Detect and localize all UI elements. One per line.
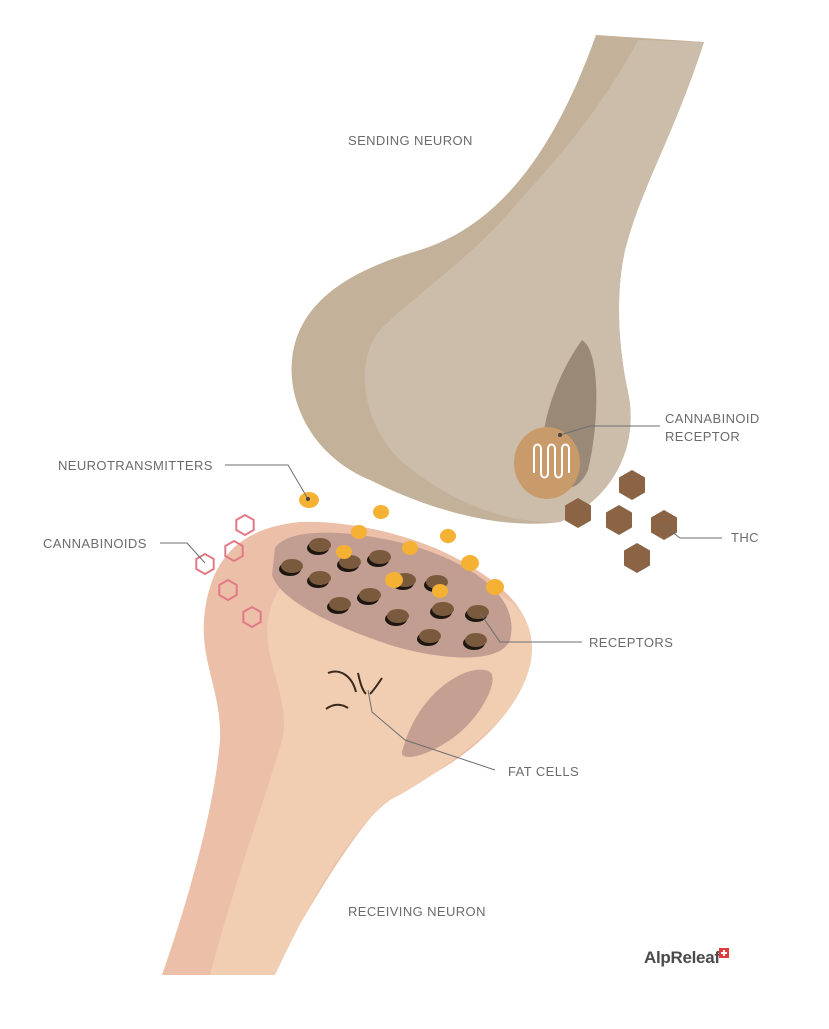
receptor (432, 602, 454, 616)
label-thc: THC (731, 530, 759, 545)
label-fat-cells: FAT CELLS (508, 764, 579, 779)
label-sending-neuron: SENDING NEURON (348, 133, 473, 148)
label-neurotransmitters: NEUROTRANSMITTERS (58, 458, 213, 473)
thc-group (565, 470, 677, 573)
receptor-field (272, 532, 512, 658)
label-receiving-neuron: RECEIVING NEURON (348, 904, 486, 919)
fat-cell-mark (357, 672, 367, 695)
fat-cell-mark (369, 677, 383, 695)
thc-molecule (651, 510, 677, 540)
fat-cell-mark (327, 670, 357, 693)
leader-dot (558, 433, 562, 437)
receiving-neuron (162, 521, 532, 975)
neurotransmitter (385, 572, 403, 588)
logo: AlpReleaf (644, 948, 729, 967)
receptor (387, 609, 409, 623)
logo-text: AlpReleaf (644, 948, 720, 967)
neurotransmitter (440, 529, 456, 543)
thc-molecule (619, 470, 645, 500)
receiving-neuron-inner (210, 554, 532, 975)
leader-receptors (479, 612, 582, 643)
cannabinoid-receptor (514, 427, 580, 499)
leader-neurotransmitters (225, 464, 309, 500)
leader-dot (306, 497, 310, 501)
receptors-group (279, 538, 489, 650)
receptor (419, 629, 441, 643)
neurotransmitter (351, 525, 367, 539)
cannabinoid (218, 578, 238, 602)
sending-neuron-inner (364, 40, 704, 523)
label-cannabinoid-receptor-2: RECEPTOR (665, 429, 740, 444)
receptor (329, 597, 351, 611)
neurotransmitter (461, 555, 479, 571)
neurotransmitter (432, 584, 448, 598)
receptor (467, 605, 489, 619)
receptor (309, 538, 331, 552)
receptor (359, 588, 381, 602)
fat-cells (325, 670, 383, 710)
label-cannabinoid-receptor-1: CANNABINOID (665, 411, 760, 426)
receptor (281, 559, 303, 573)
neurotransmitter (402, 541, 418, 555)
leader-thc (663, 525, 722, 539)
receptor (465, 633, 487, 647)
neurotransmitters-group (299, 492, 504, 598)
leader-fat-cells (367, 689, 496, 771)
receptor-coil (533, 443, 570, 479)
cannabinoid (195, 552, 215, 576)
label-receptors: RECEPTORS (589, 635, 673, 650)
neurotransmitter (336, 545, 352, 559)
thc-molecule (624, 543, 650, 573)
cannabinoid (242, 605, 262, 629)
sending-neuron (291, 35, 704, 524)
cannabinoids-group (195, 513, 262, 629)
neurotransmitter (373, 505, 389, 519)
swiss-cross-icon (719, 948, 729, 958)
thc-molecule (606, 505, 632, 535)
label-cannabinoids: CANNABINOIDS (43, 536, 147, 551)
cannabinoid (224, 539, 244, 563)
receiving-neuron-organelle (401, 669, 493, 757)
leader-cannabinoids (160, 542, 206, 564)
thc-molecule (565, 498, 591, 528)
fat-cell-mark (325, 703, 349, 710)
leader-cannabinoid-receptor (559, 425, 660, 436)
leader-lines (160, 425, 722, 771)
receptor (309, 571, 331, 585)
neurotransmitter (486, 579, 504, 595)
cannabinoid (235, 513, 255, 537)
receptor (369, 550, 391, 564)
